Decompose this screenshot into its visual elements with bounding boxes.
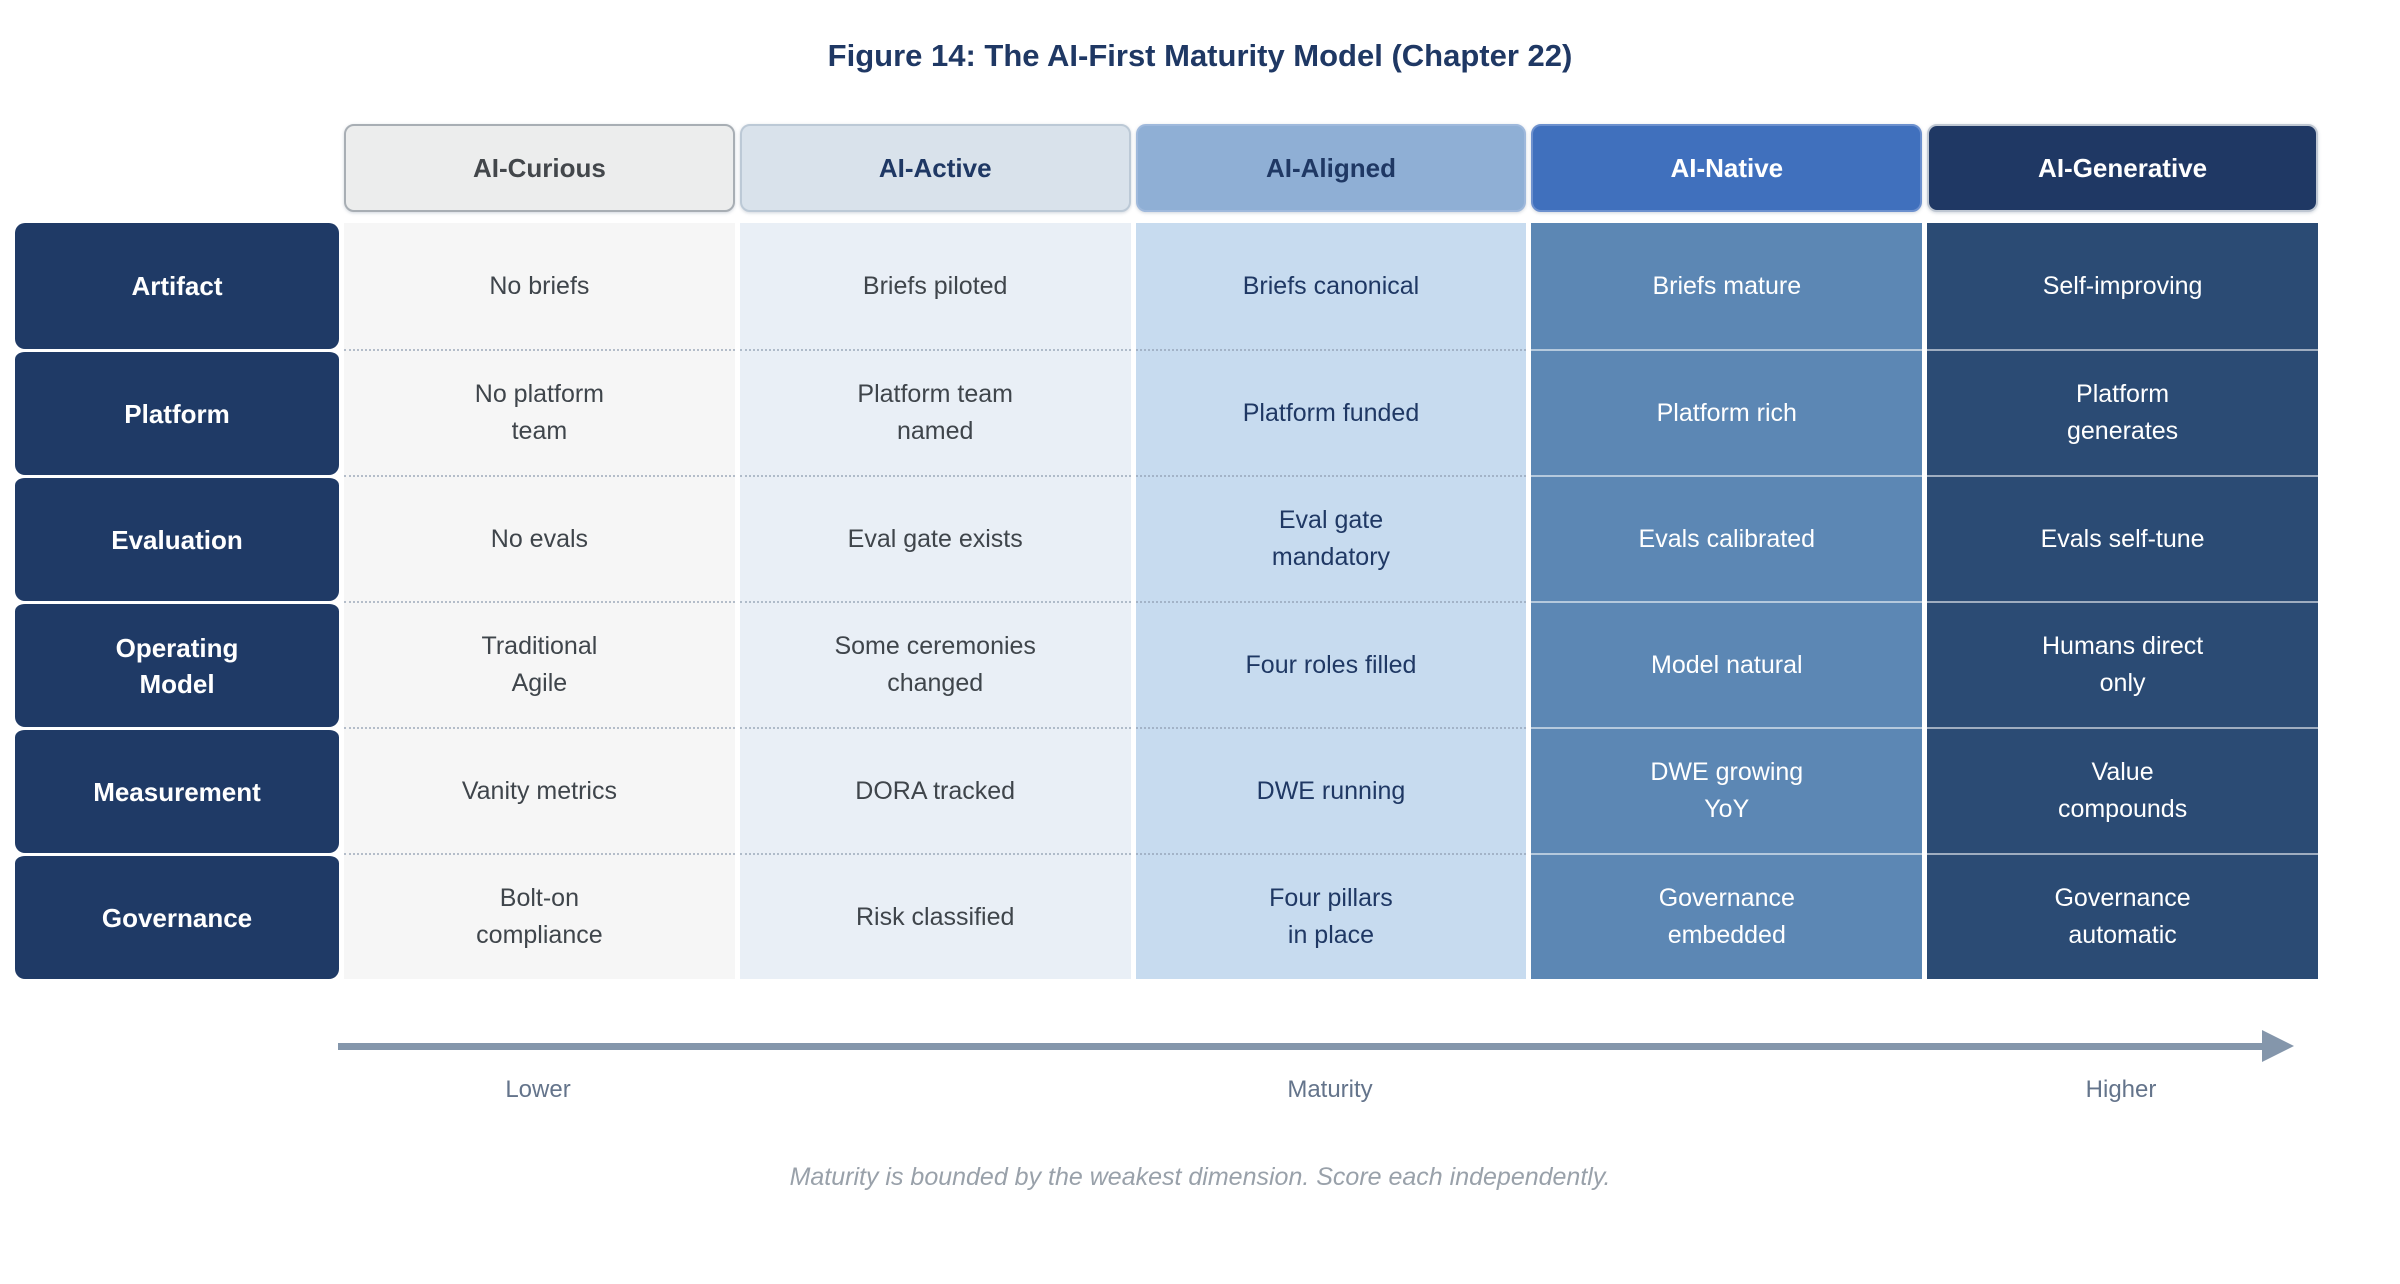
row-header-measurement: Measurement (15, 727, 339, 853)
row-header-evaluation: Evaluation (15, 475, 339, 601)
column-header-ai-aligned: AI-Aligned (1135, 124, 1527, 212)
matrix-body: Artifact No briefs Briefs piloted Briefs… (15, 223, 2318, 979)
matrix-cell: Self-improving (1927, 223, 2318, 349)
matrix-cell: Eval gate mandatory (1135, 475, 1527, 601)
row-header-artifact: Artifact (15, 223, 339, 349)
figure-title: Figure 14: The AI-First Maturity Model (… (827, 38, 1573, 73)
matrix-cell: Bolt-on compliance (344, 853, 735, 979)
maturity-axis-line (338, 1043, 2262, 1050)
matrix-cell: Value compounds (1927, 727, 2318, 853)
column-header-ai-curious: AI-Curious (344, 124, 735, 212)
matrix-cell: Platform funded (1135, 349, 1527, 475)
maturity-axis-arrowhead-icon (2262, 1030, 2294, 1062)
matrix-cell: Vanity metrics (344, 727, 735, 853)
column-header-row: AI-Curious AI-Active AI-Aligned AI-Nativ… (15, 124, 2318, 212)
matrix-cell: Briefs mature (1531, 223, 1923, 349)
row-header-governance: Governance (15, 853, 339, 979)
matrix-cell: Traditional Agile (344, 601, 735, 727)
matrix-cell: Humans direct only (1927, 601, 2318, 727)
matrix-cell: DORA tracked (739, 727, 1131, 853)
axis-label-maturity: Maturity (1287, 1076, 1373, 1103)
matrix-cell: Platform rich (1531, 349, 1923, 475)
matrix-cell: Eval gate exists (739, 475, 1131, 601)
column-header-ai-native: AI-Native (1531, 124, 1923, 212)
axis-label-higher: Higher (2085, 1076, 2157, 1103)
row-header-platform: Platform (15, 349, 339, 475)
matrix-cell: Some ceremonies changed (739, 601, 1131, 727)
row-header-operating-model: Operating Model (15, 601, 339, 727)
axis-label-lower: Lower (505, 1076, 571, 1103)
matrix-cell: Platform team named (739, 349, 1131, 475)
column-header-ai-active: AI-Active (739, 124, 1131, 212)
matrix-cell: No platform team (344, 349, 735, 475)
matrix-cell: Evals calibrated (1531, 475, 1923, 601)
maturity-matrix: AI-Curious AI-Active AI-Aligned AI-Nativ… (15, 124, 2318, 979)
matrix-cell: Briefs canonical (1135, 223, 1527, 349)
figure-footnote: Maturity is bounded by the weakest dimen… (789, 1163, 1611, 1191)
matrix-cell: Four roles filled (1135, 601, 1527, 727)
column-header-ai-generative: AI-Generative (1927, 124, 2318, 212)
matrix-cell: DWE growing YoY (1531, 727, 1923, 853)
matrix-cell: Four pillars in place (1135, 853, 1527, 979)
matrix-cell: Evals self-tune (1927, 475, 2318, 601)
matrix-cell: Risk classified (739, 853, 1131, 979)
matrix-cell: Governance embedded (1531, 853, 1923, 979)
corner-spacer (15, 124, 339, 212)
matrix-cell: Model natural (1531, 601, 1923, 727)
matrix-cell: Platform generates (1927, 349, 2318, 475)
matrix-cell: DWE running (1135, 727, 1527, 853)
matrix-cell: No evals (344, 475, 735, 601)
matrix-cell: Briefs piloted (739, 223, 1131, 349)
matrix-cell: Governance automatic (1927, 853, 2318, 979)
matrix-cell: No briefs (344, 223, 735, 349)
